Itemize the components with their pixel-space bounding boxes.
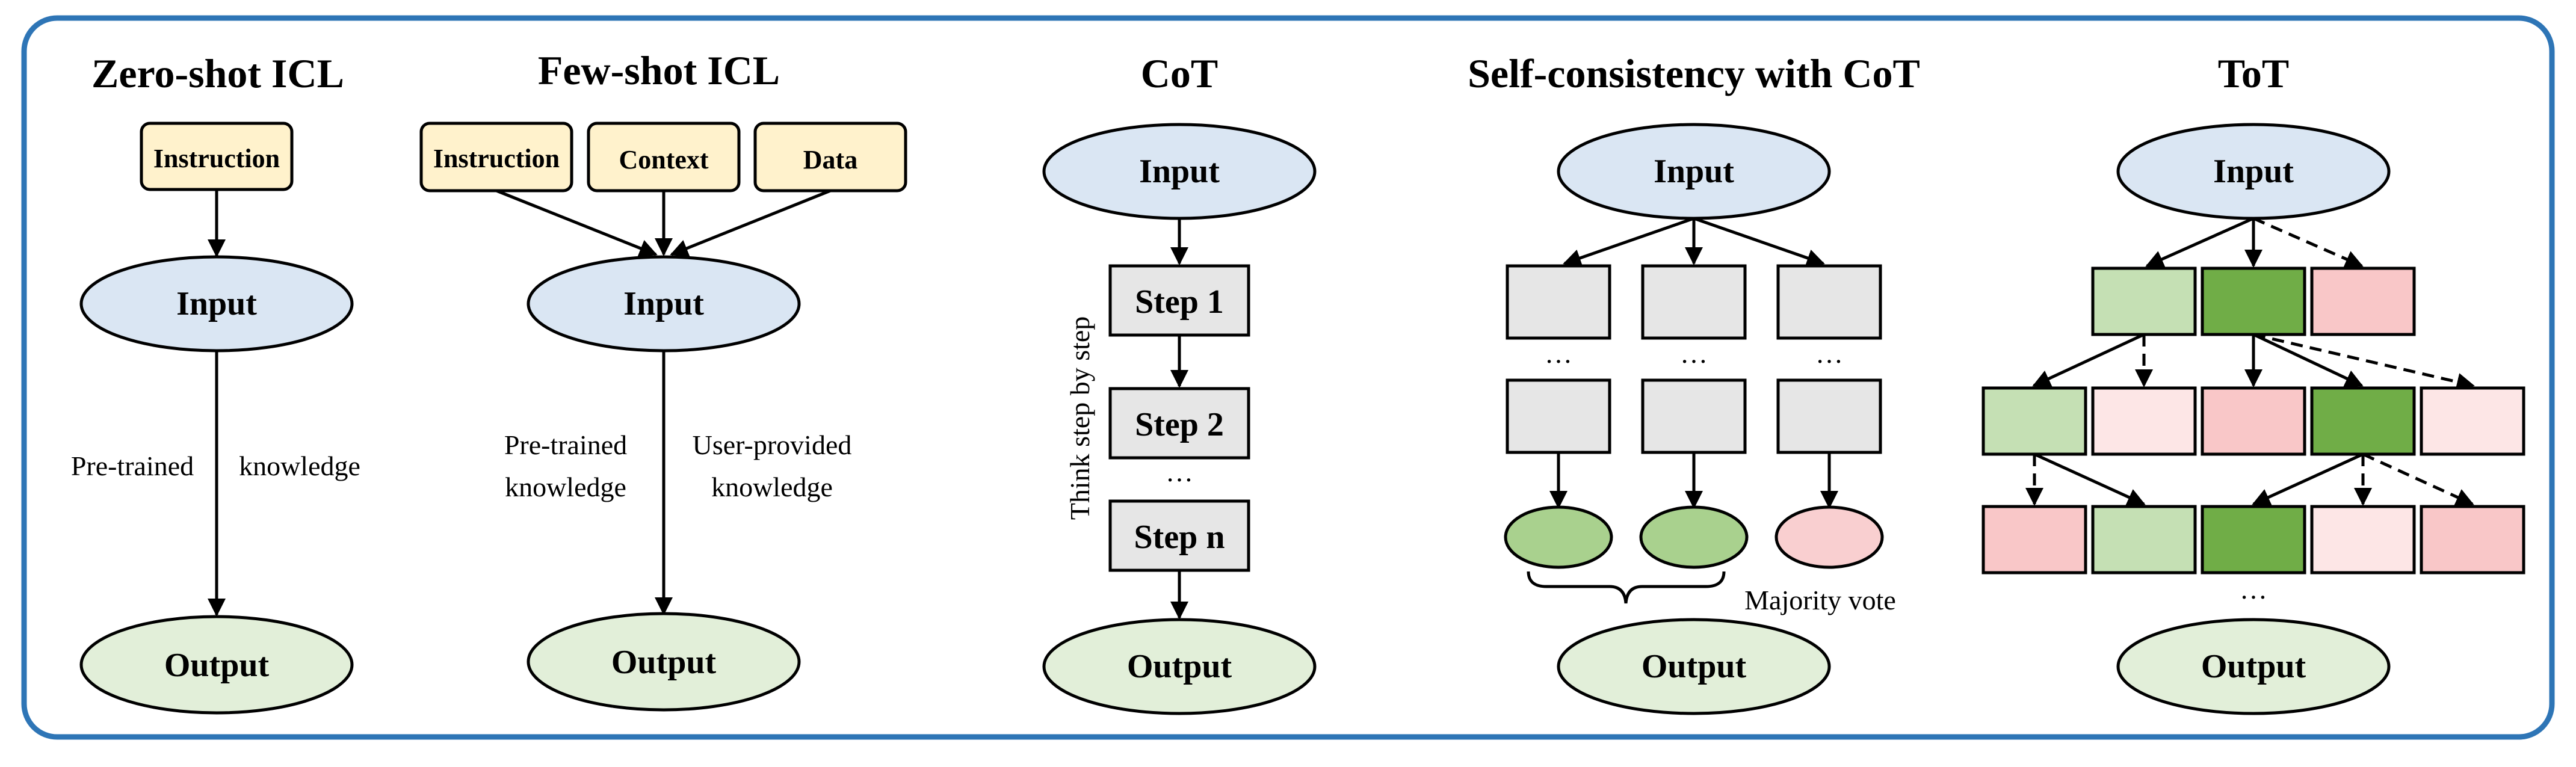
input-label: Input	[623, 285, 704, 322]
edge-input-l1a	[2145, 217, 2255, 268]
answer-green-1	[1504, 505, 1613, 569]
panel-tot: ToT Input …	[1981, 51, 2525, 715]
output-node	[2116, 618, 2391, 715]
thought-l3-dark-green	[2201, 505, 2306, 574]
output-node	[527, 612, 801, 712]
data-label: Data	[803, 145, 857, 174]
majority-vote-label: Majority vote	[1744, 585, 1896, 615]
thought-l2-light-pink-2	[2420, 386, 2525, 456]
output-node	[1042, 618, 1317, 715]
panel-cot: CoT Input Step 1 Step 2 … Step n Think s…	[1042, 51, 1317, 715]
thought-l2-light-green	[1981, 386, 2087, 456]
thought-l1-pink	[2310, 266, 2416, 336]
chain1-step1-box	[1506, 264, 1611, 340]
stepn-box	[1108, 499, 1250, 572]
input-label: Input	[176, 285, 257, 322]
answer-pink	[1774, 505, 1884, 569]
instruction-label: Instruction	[433, 144, 560, 173]
think-step-label: Think step by step	[1064, 316, 1095, 520]
input-label: Input	[2213, 153, 2294, 190]
pretrained-label-line1: Pre-trained	[504, 430, 627, 460]
ellipsis: …	[1166, 457, 1193, 487]
chain3-step1-box	[1776, 264, 1882, 340]
edge-l2d-l3c	[2252, 452, 2364, 506]
chain1-stepn-box	[1506, 378, 1611, 454]
data-arrow	[670, 189, 831, 257]
chain2-stepn-box	[1641, 378, 1747, 454]
chain1-ellipsis: …	[1545, 338, 1572, 369]
step1-box	[1108, 264, 1250, 337]
output-label: Output	[2201, 648, 2306, 685]
thought-l2-light-pink-1	[2091, 386, 2197, 456]
output-label: Output	[611, 644, 717, 681]
chain2-step1-box	[1641, 264, 1747, 340]
thought-l3-light-green	[2091, 505, 2197, 574]
stepn-label: Step n	[1134, 519, 1225, 556]
edge-l2d-l3e	[2362, 452, 2474, 506]
edge-l1b-l2d	[2252, 333, 2364, 387]
title-cot: CoT	[1141, 51, 1218, 96]
panel-few-shot: Few-shot ICL Instruction Context Data In…	[419, 48, 907, 712]
instruction-label: Instruction	[153, 144, 280, 173]
output-node	[79, 615, 354, 715]
thought-l1-light-green	[2091, 266, 2197, 336]
majority-brace	[1527, 571, 1726, 604]
output-label: Output	[1127, 648, 1232, 685]
input-label: Input	[1654, 153, 1734, 190]
output-label: Output	[164, 647, 270, 684]
thought-l3-pink-1	[1981, 505, 2087, 574]
branch-arrow-right	[1693, 217, 1825, 267]
chain3-stepn-box	[1776, 378, 1882, 454]
branch-arrow-left	[1563, 217, 1694, 267]
thought-l2-dark-green	[2310, 386, 2416, 456]
input-label: Input	[1139, 153, 1220, 190]
user-provided-label-line1: User-provided	[693, 430, 852, 460]
title-tot: ToT	[2218, 51, 2289, 96]
outer-frame	[21, 15, 2555, 740]
output-label: Output	[1642, 648, 1747, 685]
title-few-shot: Few-shot ICL	[538, 48, 780, 93]
step1-label: Step 1	[1135, 283, 1224, 321]
panel-zero-shot: Zero-shot ICL Instruction Input Pre-trai…	[71, 51, 360, 715]
thought-l2-pink	[2201, 386, 2306, 456]
user-provided-label-line2: knowledge	[711, 472, 833, 502]
pretrained-label-line2: knowledge	[505, 472, 626, 502]
chain2-ellipsis: …	[1680, 338, 1708, 369]
chain3-ellipsis: …	[1815, 338, 1843, 369]
thought-l3-light-pink	[2310, 505, 2416, 574]
title-zero-shot: Zero-shot ICL	[91, 51, 344, 96]
instruction-arrow	[496, 189, 658, 257]
edge-input-l1c	[2252, 217, 2364, 268]
pretrained-label: Pre-trained	[71, 451, 194, 481]
title-self-consistency: Self-consistency with CoT	[1468, 51, 1920, 96]
ellipsis: …	[2240, 574, 2267, 605]
knowledge-label: knowledge	[239, 451, 360, 481]
thought-l1-dark-green	[2201, 266, 2306, 336]
answer-green-2	[1639, 505, 1749, 569]
output-node	[1557, 618, 1831, 715]
panel-self-consistency: Self-consistency with CoT Input … … … Ma…	[1468, 51, 1920, 715]
step2-box	[1108, 387, 1250, 460]
edge-l2a-l3b	[2033, 452, 2146, 506]
thought-l3-pink-2	[2420, 505, 2525, 574]
edge-l1a-l2a	[2032, 333, 2145, 387]
context-label: Context	[619, 145, 708, 174]
step2-label: Step 2	[1135, 406, 1224, 443]
